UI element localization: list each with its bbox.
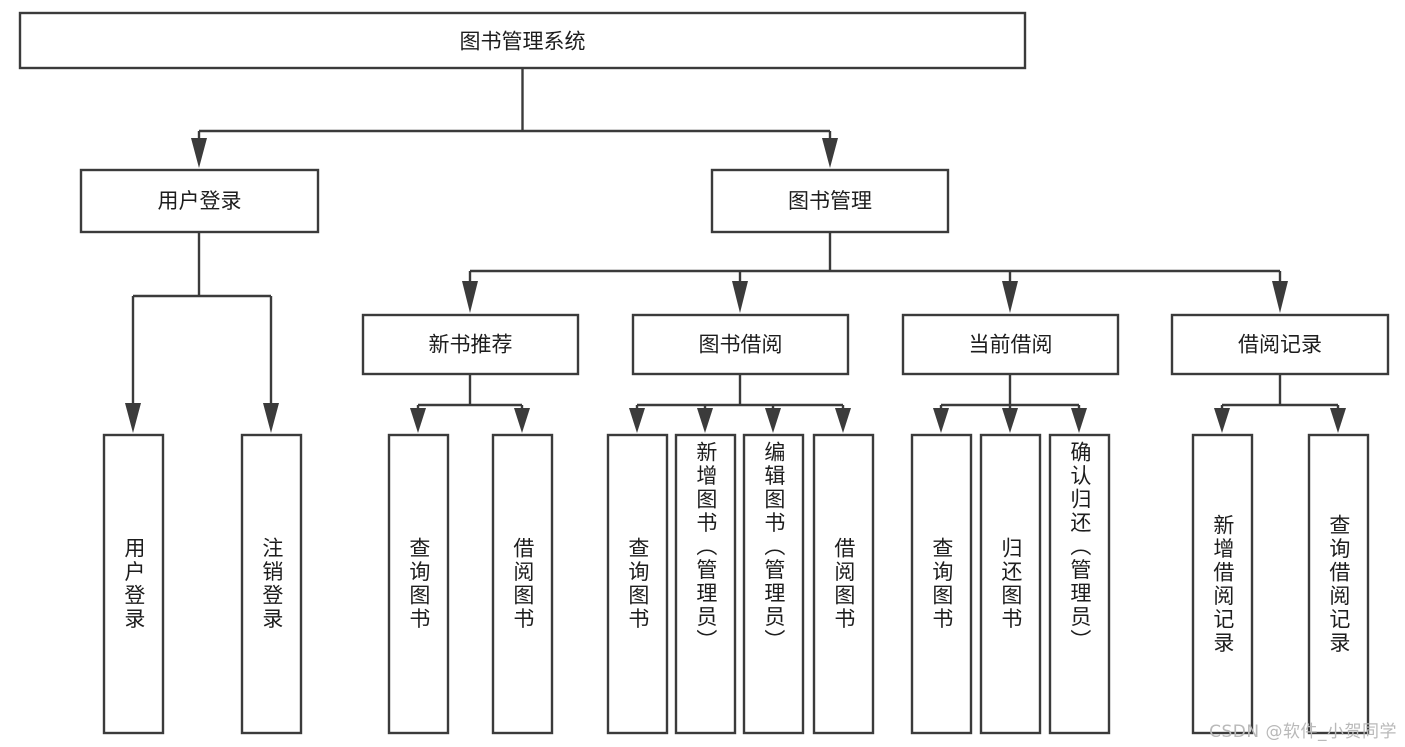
node-new-book-recommend-box[interactable] [361,313,580,376]
arrow-head-user-login [191,138,207,168]
leaf-box-user-login[interactable] [102,433,165,735]
node-new-book-recommend-label: 新书推荐 [429,333,513,357]
node-borrow-record-box[interactable] [1170,313,1390,376]
arrow-head-cb-leaf-1 [933,408,949,433]
node-borrow-record-label: 借阅记录 [1238,333,1322,357]
leaf-box-logout[interactable] [240,433,303,735]
leaf-box-nbr-borrow-book[interactable] [491,433,554,735]
leaf-box-br-add-record[interactable] [1191,433,1254,735]
arrow-head-bb-leaf-1 [629,408,645,433]
arrow-head-new-book-recommend [462,281,478,313]
arrow-head-current-borrow [1002,281,1018,313]
leaf-box-nbr-query-book[interactable] [387,433,450,735]
node-current-borrow-label: 当前借阅 [969,333,1053,357]
leaf-box-br-query-record[interactable] [1307,433,1370,735]
node-root-label: 图书管理系统 [460,30,586,54]
leaf-box-bb-add-book[interactable] [674,433,737,735]
node-current-borrow-box[interactable] [901,313,1120,376]
leaf-box-cb-query-book[interactable] [910,433,973,735]
node-book-borrow[interactable]: 图书借阅 [631,313,850,376]
leaf-box-bb-query-book[interactable] [606,433,669,735]
arrow-head-bb-leaf-4 [835,408,851,433]
arrow-head-cb-leaf-2 [1002,408,1018,433]
arrow-head-cb-leaf-3 [1071,408,1087,433]
node-user-login-label: 用户登录 [158,189,242,213]
node-book-borrow-label: 图书借阅 [699,333,783,357]
edge-group-current-borrow [933,374,1087,433]
edge-group-book-borrow [629,374,851,433]
arrow-head-nbr-leaf-1 [410,408,426,433]
leaf-box-cb-confirm-return[interactable] [1048,433,1111,735]
node-book-management-label: 图书管理 [788,189,872,213]
leaf-box-bb-edit-book[interactable] [742,433,805,735]
leaf-box-cb-return-book[interactable] [979,433,1042,735]
node-book-management[interactable]: 图书管理 [710,168,950,234]
arrow-head-br-leaf-1 [1214,408,1230,433]
arrow-head-bb-leaf-2 [697,408,713,433]
arrow-head-br-leaf-2 [1330,408,1346,433]
node-book-management-box[interactable] [710,168,950,234]
edge-group-root [191,68,838,168]
arrow-head-borrow-record [1272,281,1288,313]
node-borrow-record[interactable]: 借阅记录 [1170,313,1390,376]
node-current-borrow[interactable]: 当前借阅 [901,313,1120,376]
leaf-box-group [102,433,1370,735]
arrow-head-book-mgmt [822,138,838,168]
node-new-book-recommend[interactable]: 新书推荐 [361,313,580,376]
arrow-head-leaf-logout [263,403,279,433]
edge-group-user-login [125,232,279,433]
arrow-head-leaf-user-login [125,403,141,433]
node-user-login-box[interactable] [79,168,320,234]
edge-group-book-mgmt [462,232,1288,313]
node-user-login[interactable]: 用户登录 [79,168,320,234]
arrow-head-book-borrow [732,281,748,313]
arrow-head-bb-leaf-3 [765,408,781,433]
node-root-box[interactable] [18,11,1027,70]
leaf-box-bb-borrow-book[interactable] [812,433,875,735]
node-root[interactable]: 图书管理系统 [18,11,1027,70]
edge-group-new-book-recommend [410,374,530,433]
edge-group-borrow-record [1214,374,1346,433]
arrow-head-nbr-leaf-2 [514,408,530,433]
node-book-borrow-box[interactable] [631,313,850,376]
